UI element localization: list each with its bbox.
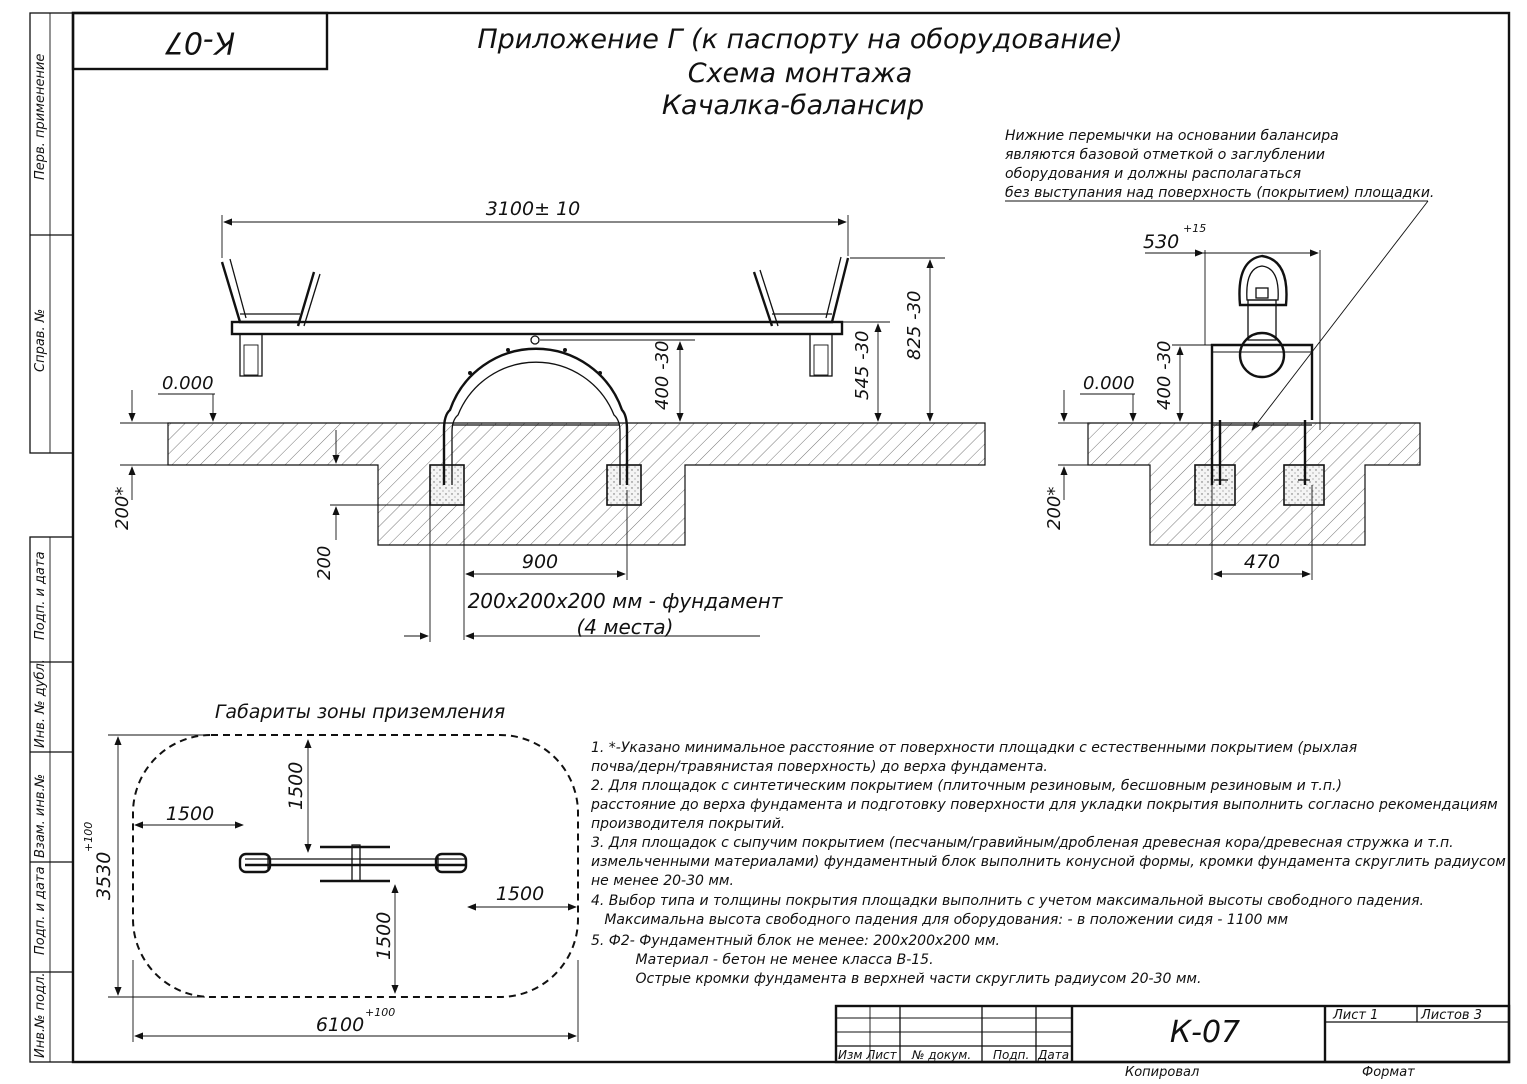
side-strip-top: [29, 12, 74, 454]
dim-h400-side: 400 -30: [1154, 341, 1175, 410]
note-top-4: без выступания над поверхность (покрытие…: [1005, 185, 1434, 201]
note-line-12: Материал - бетон не менее класса В-15.: [591, 952, 934, 968]
side-label-podp1: Подп. и дата: [33, 551, 48, 640]
seat-left-base: [239, 333, 263, 377]
title-line3: Качалка-балансир: [662, 90, 924, 121]
side-ground-section: [1087, 422, 1421, 546]
side-label-inv-dubl: Инв. № дубл.: [33, 659, 48, 748]
note-top-3: оборудования и должны располагаться: [1005, 166, 1301, 182]
side-foundation-left: [1194, 464, 1236, 506]
note-line-3: 2. Для площадок с синтетическим покрытие…: [591, 778, 1342, 794]
dim-h825: 825 -30: [904, 291, 925, 360]
zone-dim-width: 6100: [316, 1014, 364, 1036]
side-label-inv-podl: Инв.№ подл.: [33, 972, 48, 1058]
dim-w530-tol: +15: [1183, 222, 1206, 235]
note-line-8: не менее 20-30 мм.: [591, 873, 734, 889]
level-mark-side: 0.000: [1083, 373, 1135, 394]
tb-format: Формат: [1362, 1065, 1415, 1080]
dim-h545: 545 -30: [852, 331, 873, 400]
note-line-13: Острые кромки фундамента в верхней части…: [591, 971, 1201, 987]
landing-zone: Габариты зоны приземления 1500 1500 1500…: [82, 701, 579, 1042]
balancer-beam: [230, 320, 844, 336]
foundation-left: [429, 464, 465, 506]
side-label-vzam: Взам. инв.№: [33, 774, 48, 858]
dim-span470: 470: [1244, 551, 1280, 573]
foundation-count: (4 места): [577, 615, 674, 639]
foundation-right: [606, 464, 642, 506]
side-view: 530 +15 400 -30 0.000 200* 470: [1044, 222, 1421, 580]
zone-dim-top: 1500: [285, 762, 307, 810]
side-handle: [1238, 254, 1288, 307]
plan-seat-left: [238, 852, 272, 874]
note-leader-line: [1251, 200, 1429, 431]
side-label-perv: Перв. применение: [33, 54, 48, 180]
tb-col-date: Дата: [1037, 1048, 1069, 1062]
note-line-11: 5. Ф2- Фундаментный блок не менее: 200х2…: [591, 933, 1000, 949]
stamp-box: [71, 11, 329, 71]
tb-sheet: Лист 1: [1332, 1008, 1378, 1023]
side-strip-bottom: [29, 536, 74, 1063]
notes-block: 1. *-Указано минимальное расстояние от п…: [590, 740, 1506, 987]
tb-copied: Копировал: [1125, 1065, 1199, 1080]
title-line1: Приложение Г (к паспорту на оборудование…: [477, 24, 1122, 55]
foundation-label: 200х200х200 мм - фундамент: [468, 589, 784, 613]
zone-dim-width-tol: +100: [365, 1006, 395, 1019]
note-line-9: 4. Выбор типа и толщины покрытия площадк…: [591, 893, 1424, 909]
note-line-7: измельченными материалами) фундаментный …: [591, 854, 1506, 870]
balancer-arch: [442, 347, 629, 485]
note-line-10: Максимальна высота свободного падения дл…: [591, 912, 1288, 928]
side-seat-circle: [1238, 331, 1286, 379]
tb-col-sign: Подп.: [993, 1048, 1029, 1062]
note-top-1: Нижние перемычки на основании балансира: [1005, 128, 1339, 144]
zone-dim-right: 1500: [496, 883, 544, 905]
zone-outline: [132, 734, 579, 998]
note-line-2: почва/дерн/травянистая поверхность) до в…: [591, 759, 1048, 775]
tb-sheets: Листов 3: [1420, 1008, 1482, 1023]
plan-seat-right: [434, 852, 468, 874]
dim-depth: 200*: [112, 487, 133, 530]
tb-code: К-07: [1170, 1015, 1240, 1050]
note-line-6: 3. Для площадок с сыпучим покрытием (пес…: [591, 835, 1454, 851]
zone-title: Габариты зоны приземления: [215, 701, 505, 723]
title-line2: Схема монтажа: [688, 58, 913, 89]
stamp-code-rotated: К-07: [165, 25, 235, 60]
dim-length: 3100± 10: [486, 198, 581, 220]
note-top-2: являются базовой отметкой о заглублении: [1005, 147, 1325, 163]
zone-dim-left: 1500: [166, 803, 214, 825]
zone-dim-height-tol: +100: [82, 822, 95, 852]
front-view: 3100± 10 825 -30 545 -30 400 -30 0.000 2…: [112, 198, 986, 642]
tb-col-izm: Изм Лист: [838, 1048, 898, 1062]
tb-col-doc: № докум.: [911, 1048, 971, 1062]
dim-depth2: 200: [314, 546, 335, 580]
ground-section: [167, 422, 986, 546]
side-label-sprav: Справ. №: [33, 309, 48, 372]
dim-h400: 400 -30: [652, 341, 673, 410]
dim-w530: 530: [1143, 231, 1179, 253]
level-mark: 0.000: [162, 373, 214, 394]
side-label-podp2: Подп. и дата: [33, 866, 48, 955]
zone-dim-height: 3530: [93, 852, 115, 900]
seat-right-base: [809, 333, 833, 377]
note-line-1: 1. *-Указано минимальное расстояние от п…: [591, 740, 1357, 756]
title-block: Изм Лист № докум. Подп. Дата К-07 Лист 1…: [834, 1004, 1511, 1080]
note-line-4: расстояние до верха фундамента и подгото…: [590, 797, 1498, 813]
zone-dim-bottom: 1500: [373, 912, 395, 960]
note-line-5: производителя покрытий.: [591, 816, 785, 832]
dim-depth-side: 200*: [1044, 487, 1065, 530]
dim-span900: 900: [522, 551, 558, 573]
